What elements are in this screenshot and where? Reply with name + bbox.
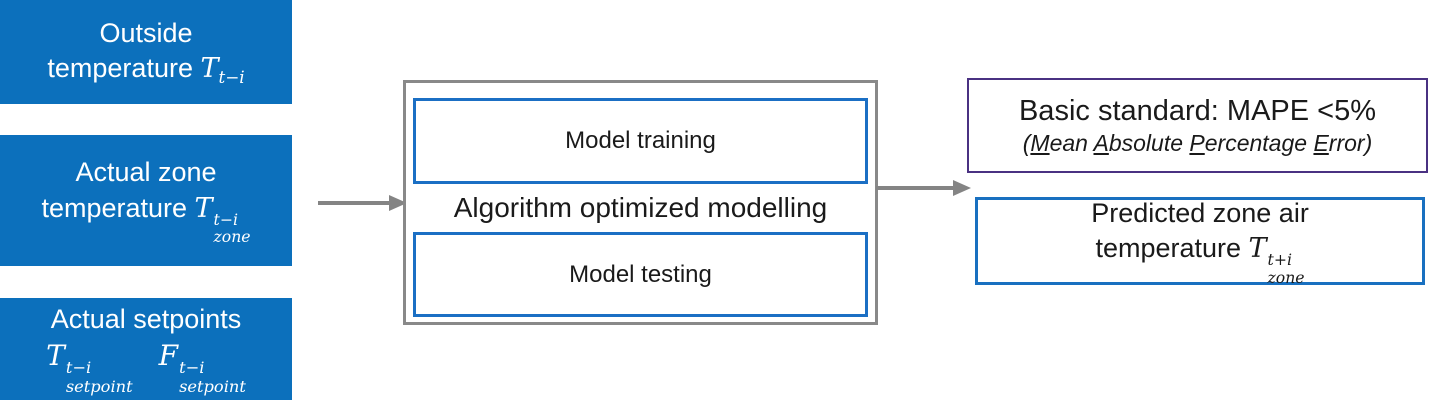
arrow-model-to-outputs bbox=[876, 180, 971, 196]
model-training-box: Model training bbox=[413, 98, 868, 184]
outside-temperature-line1: Outside bbox=[99, 17, 193, 48]
math-outside-temp-symbol: Tt−i bbox=[200, 53, 245, 88]
mape-expansion-line: (Mean Absolute Percentage Error) bbox=[1022, 129, 1373, 156]
basic-standard-line1: Basic standard: MAPE <5% bbox=[1018, 94, 1377, 127]
predicted-line1: Predicted zone air bbox=[1091, 197, 1309, 228]
actual-zone-line1: Actual zone bbox=[75, 157, 217, 188]
algorithm-modelling-container: Model training Algorithm optimized model… bbox=[403, 80, 878, 325]
arrow-inputs-to-model bbox=[318, 195, 407, 211]
basic-standard-box: Basic standard: MAPE <5% (Mean Absolute … bbox=[967, 78, 1428, 173]
input-box-outside-temperature: Outside temperature Tt−i bbox=[0, 0, 292, 104]
model-testing-label: Model testing bbox=[569, 260, 712, 288]
algorithm-modelling-label: Algorithm optimized modelling bbox=[453, 192, 828, 223]
outside-temperature-line2: temperature Tt−i bbox=[47, 53, 245, 88]
model-testing-box: Model testing bbox=[413, 232, 868, 317]
model-training-label: Model training bbox=[565, 127, 716, 154]
actual-setpoints-line1: Actual setpoints bbox=[50, 304, 242, 335]
